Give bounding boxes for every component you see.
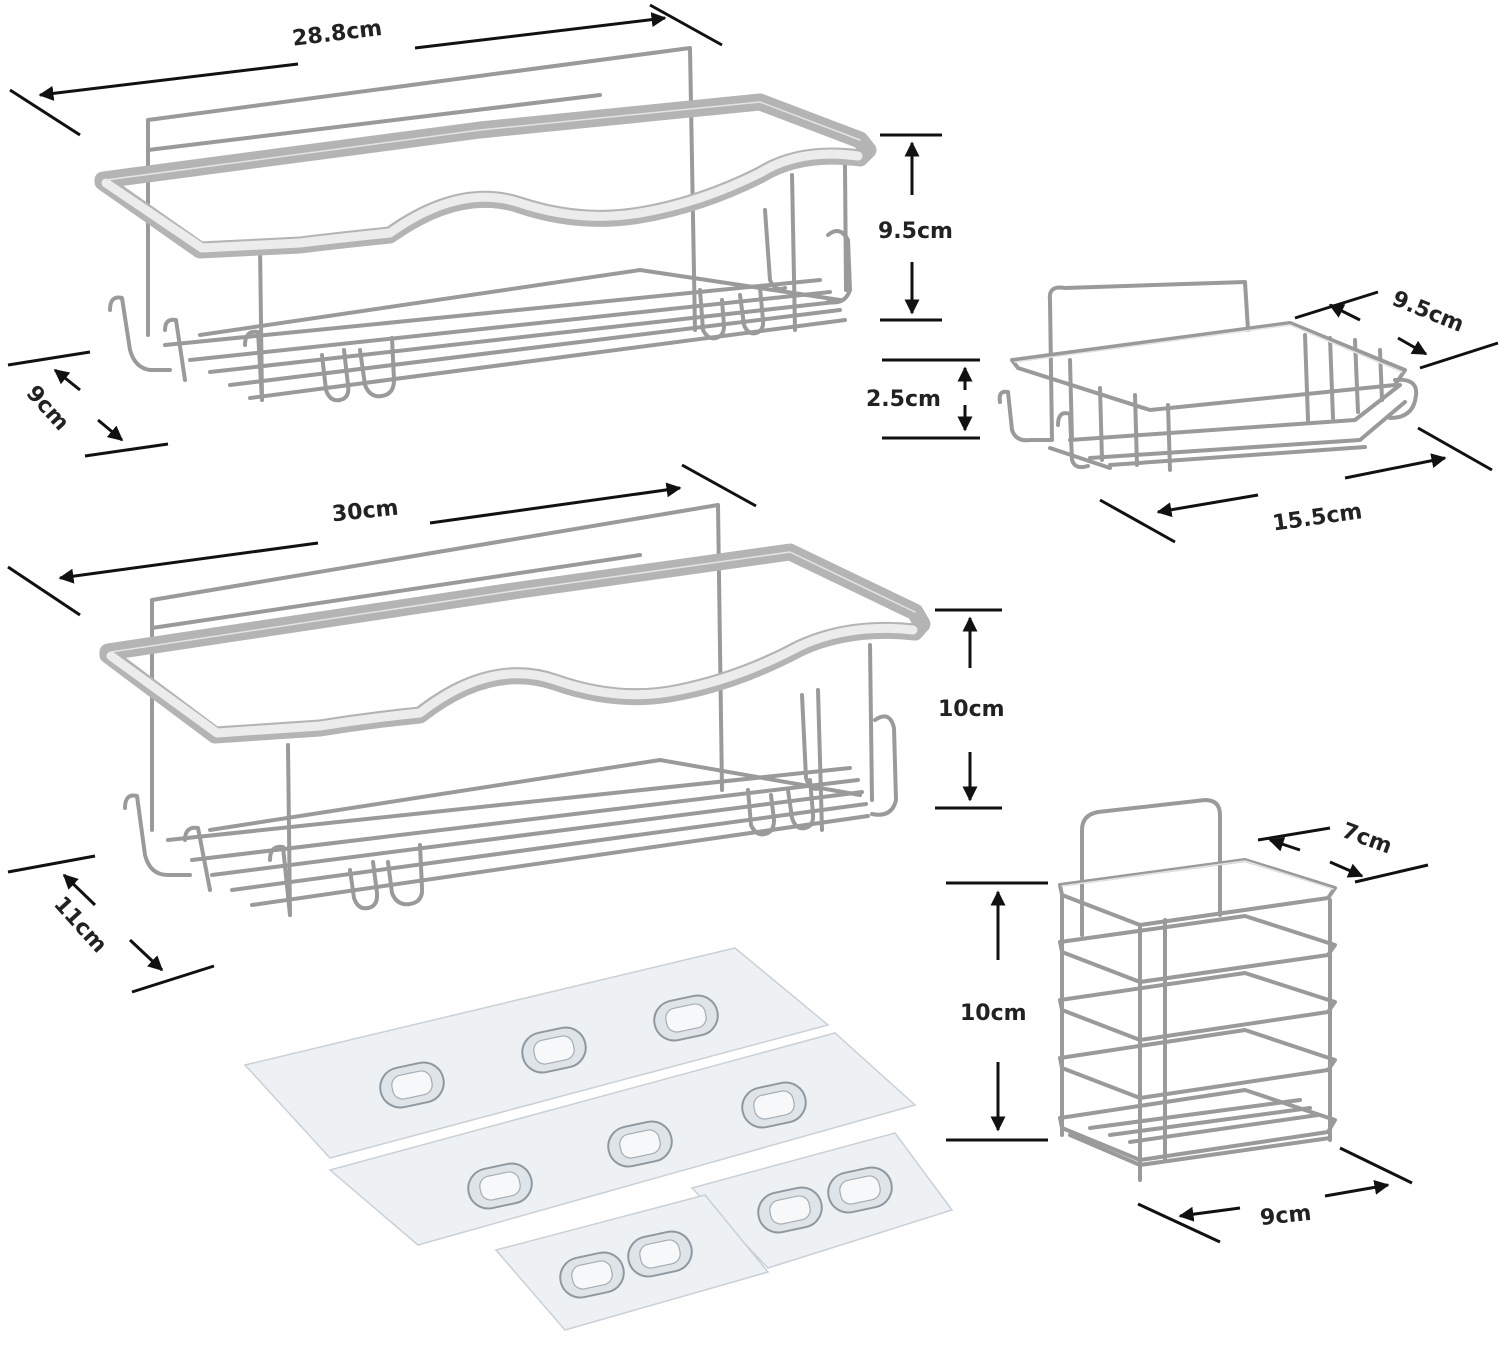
label-soap-height-2-5cm: 2.5cm [866, 387, 941, 412]
adhesive-pad-large-1 [243, 947, 830, 1159]
dimension-soap-height-2-5cm: 2.5cm [866, 358, 980, 440]
dimension-height-9-5cm: 9.5cm [878, 133, 953, 322]
label-width-28cm: 28.8cm [291, 16, 384, 52]
label-soap-width-15-5cm: 15.5cm [1271, 499, 1364, 536]
adhesive-hook [521, 1026, 587, 1074]
dimension-holder-height-10cm: 10cm [946, 881, 1048, 1142]
shelf-larger-30cm [99, 503, 931, 917]
toothbrush-holder [1058, 798, 1337, 1182]
label-soap-depth-9-5cm: 9.5cm [1388, 287, 1467, 338]
label-height-10cm: 10cm [938, 697, 1005, 722]
label-holder-height-10cm: 10cm [960, 1001, 1027, 1026]
dimension-height-10cm: 10cm [935, 608, 1005, 810]
label-holder-depth-7cm: 7cm [1338, 818, 1395, 859]
adhesive-hook [559, 1251, 625, 1299]
adhesive-hook [653, 994, 719, 1042]
label-depth-11cm: 11cm [48, 892, 111, 958]
label-holder-width-9cm: 9cm [1259, 1201, 1313, 1231]
label-depth-9cm: 9cm [21, 381, 74, 436]
dimension-width-30cm: 30cm [7, 463, 757, 617]
adhesive-hook [757, 1186, 823, 1234]
adhesive-pad-small-1 [690, 1132, 954, 1269]
adhesive-hook [741, 1081, 807, 1129]
label-height-9-5cm: 9.5cm [878, 219, 953, 244]
shelf-large-28cm [94, 46, 877, 403]
dimension-holder-width-9cm: 9cm [1137, 1146, 1413, 1244]
soap-dish [997, 280, 1419, 472]
adhesive-hook [379, 1061, 445, 1109]
label-width-30cm: 30cm [331, 496, 400, 528]
adhesive-pad-large-2 [328, 1032, 917, 1246]
adhesive-hook [827, 1166, 893, 1214]
adhesive-hook [627, 1230, 693, 1278]
adhesive-hook [607, 1120, 673, 1168]
adhesive-hook [467, 1162, 533, 1210]
adhesive-pad-small-2 [494, 1194, 770, 1331]
dimension-soap-depth-9-5cm: 9.5cm [1294, 287, 1499, 370]
